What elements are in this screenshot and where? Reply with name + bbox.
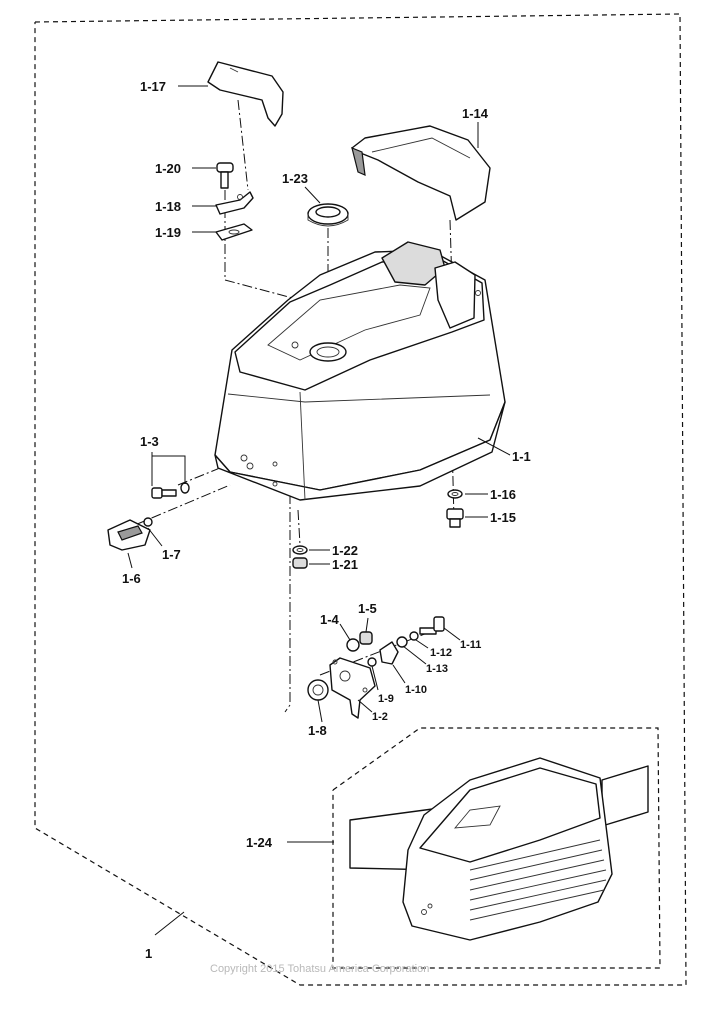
label-1-7: 1-7 (162, 547, 181, 562)
label-1-3: 1-3 (140, 434, 159, 449)
label-1-6: 1-6 (122, 571, 141, 586)
label-1-22: 1-22 (332, 543, 358, 558)
part-labels: 1-17 1-14 1-20 1-23 1-18 1-19 1-3 1-1 1-… (122, 79, 531, 961)
part-1-21-nut (292, 557, 308, 569)
part-1-19-plate (215, 223, 253, 241)
label-1-21: 1-21 (332, 557, 358, 572)
label-1-16: 1-16 (490, 487, 516, 502)
part-1-3-screw-washer (151, 482, 190, 499)
label-1-5: 1-5 (358, 601, 377, 616)
label-1-12: 1-12 (430, 647, 452, 659)
part-1-8-seal (307, 679, 329, 701)
part-1-22-washer (292, 545, 308, 555)
label-1-9: 1-9 (378, 693, 394, 705)
label-1: 1 (145, 946, 152, 961)
leader-lines (127, 85, 511, 936)
label-1-19: 1-19 (155, 225, 181, 240)
part-1-12-washer (409, 631, 419, 641)
part-1-24-decal-kit (349, 757, 649, 941)
label-1-18: 1-18 (155, 199, 181, 214)
part-1-15-bolt (446, 508, 464, 528)
part-1-1-engine-cover (214, 241, 506, 501)
part-1-5-nut (359, 631, 373, 645)
part-1-2-bracket (329, 657, 376, 719)
part-1-7-washer (143, 517, 153, 527)
part-1-23-grommet (307, 203, 349, 227)
part-1-17-cover-plate (207, 61, 284, 127)
part-1-11-screw (419, 616, 445, 635)
label-1-11: 1-11 (460, 639, 481, 651)
label-1-24: 1-24 (246, 835, 273, 850)
label-1-15: 1-15 (490, 510, 516, 525)
label-1-14: 1-14 (462, 106, 489, 121)
part-1-16-washer (447, 489, 463, 499)
part-1-18-bracket (215, 191, 254, 215)
part-1-6-handle (107, 519, 151, 551)
label-1-10: 1-10 (405, 684, 427, 696)
label-1-1: 1-1 (512, 449, 531, 464)
part-1-14-rear-cover (351, 125, 491, 221)
assembly-boundary (34, 13, 687, 986)
label-1-2: 1-2 (372, 711, 388, 723)
label-1-13: 1-13 (426, 663, 448, 675)
part-1-20-bolt (216, 162, 234, 189)
part-1-10-cam (379, 641, 399, 665)
label-1-8: 1-8 (308, 723, 327, 738)
part-1-13-washer (396, 636, 408, 648)
label-1-4: 1-4 (320, 612, 340, 627)
label-1-20: 1-20 (155, 161, 181, 176)
part-1-4-washer (346, 638, 360, 652)
label-1-17: 1-17 (140, 79, 166, 94)
part-1-9-washer (367, 657, 377, 667)
copyright-watermark: Copyright 2015 Tohatsu America Corporati… (210, 963, 429, 975)
label-1-23: 1-23 (282, 171, 308, 186)
